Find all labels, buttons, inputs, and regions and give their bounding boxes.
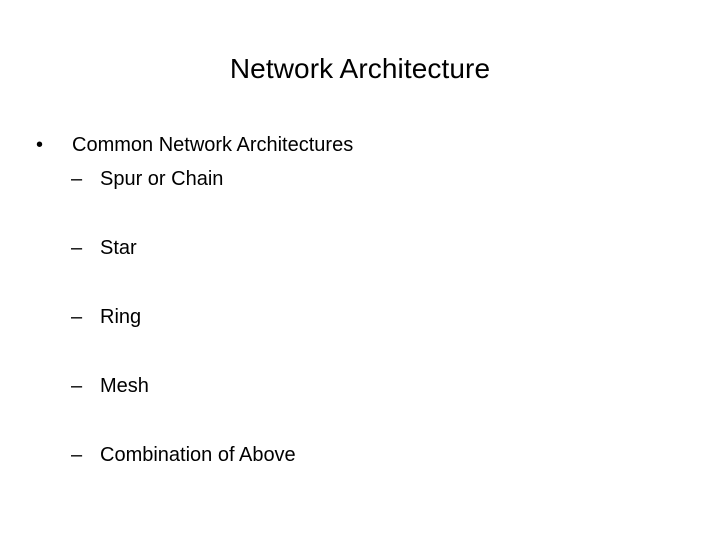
- list-item-label: Star: [100, 237, 137, 259]
- list-item-label: Spur or Chain: [100, 168, 224, 190]
- list-item: – Ring: [0, 303, 720, 331]
- list-item-label: Ring: [100, 306, 142, 328]
- list-item: – Combination of Above: [0, 441, 720, 469]
- dash-bullet-icon: –: [71, 444, 83, 466]
- dash-bullet-icon: –: [71, 168, 83, 190]
- bullet-dot-icon: •: [36, 134, 44, 156]
- dash-bullet-icon: –: [71, 306, 83, 328]
- list-item-label: Common Network Architectures: [72, 134, 354, 156]
- list-item: – Spur or Chain: [0, 165, 720, 193]
- list-item: • Common Network Architectures: [0, 131, 720, 159]
- list-item-label: Combination of Above: [100, 444, 296, 466]
- slide-body-content: • Common Network Architectures – Spur or…: [0, 131, 720, 469]
- dash-bullet-icon: –: [71, 237, 83, 259]
- page-title: Network Architecture: [229, 53, 491, 84]
- list-item: – Mesh: [0, 372, 720, 400]
- list-item-label: Mesh: [100, 375, 149, 397]
- dash-bullet-icon: –: [71, 375, 83, 397]
- list-item: – Star: [0, 234, 720, 262]
